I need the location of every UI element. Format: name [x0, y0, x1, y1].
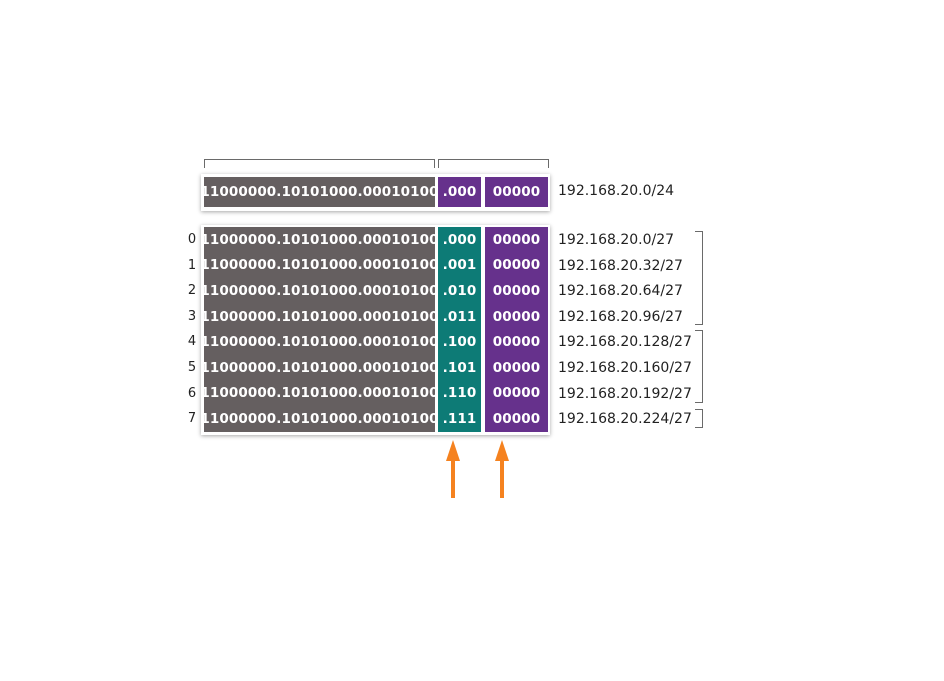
- original-borrowed-bits: .000: [438, 177, 481, 207]
- subnet-address: 192.168.20.64/27: [558, 283, 683, 300]
- subnet-network-bits: 11000000.10101000.00010100: [200, 385, 439, 402]
- subnet-index: 2: [187, 283, 197, 299]
- subnet-network-bits: 11000000.10101000.00010100: [200, 410, 439, 427]
- subnet-host-bits: 00000: [492, 359, 541, 376]
- subnet-bits: .011: [442, 308, 477, 325]
- subnet-host-bits: 00000: [492, 334, 541, 351]
- subnet-network-bits: 11000000.10101000.00010100: [200, 308, 439, 325]
- subnet-bits-arrow: [446, 440, 460, 498]
- subnet-group-bracket-1: [695, 231, 703, 325]
- subnet-index: 4: [187, 334, 197, 350]
- subnet-index: 1: [187, 257, 197, 273]
- subnet-index: 3: [187, 308, 197, 324]
- subnet-address: 192.168.20.224/27: [558, 411, 692, 428]
- host-bits-arrow: [495, 440, 509, 498]
- host-column-bg: [485, 227, 548, 432]
- subnet-host-bits: 00000: [492, 385, 541, 402]
- subnet-address: 192.168.20.32/27: [558, 257, 683, 274]
- subnet-bits: .000: [442, 231, 477, 248]
- subnet-bits: .010: [442, 282, 477, 299]
- arrow-up-icon: [446, 440, 460, 461]
- subnet-address: 192.168.20.192/27: [558, 385, 692, 402]
- subnet-host-bits: 00000: [492, 257, 541, 274]
- arrow-up-icon: [495, 440, 509, 461]
- subnet-network-bits: 11000000.10101000.00010100: [200, 359, 439, 376]
- subnet-network-bits: 11000000.10101000.00010100: [200, 231, 439, 248]
- subnet-network-bits: 11000000.10101000.00010100: [200, 334, 439, 351]
- original-network-bits: 11000000.10101000.00010100: [200, 177, 439, 207]
- subnet-address: 192.168.20.0/27: [558, 232, 675, 248]
- network-portion-bracket: [204, 159, 435, 168]
- subnet-group-bracket-3: [695, 409, 703, 428]
- subnet-host-bits: 00000: [492, 231, 541, 248]
- network-column-bg: [204, 227, 435, 432]
- original-address-label: 192.168.20.0/24: [558, 183, 675, 199]
- subnet-host-bits: 00000: [492, 410, 541, 427]
- subnet-address: 192.168.20.128/27: [558, 334, 692, 351]
- subnet-host-bits: 00000: [492, 308, 541, 325]
- subnet-network-bits: 11000000.10101000.00010100: [200, 282, 439, 299]
- subnet-index: 6: [187, 385, 197, 401]
- subnet-column-bg: [438, 227, 481, 432]
- subnet-network-bits: 11000000.10101000.00010100: [200, 257, 439, 274]
- subnet-host-bits: 00000: [492, 282, 541, 299]
- subnet-index: 7: [187, 411, 197, 427]
- host-portion-bracket: [438, 159, 549, 168]
- original-host-bits: 00000: [485, 177, 548, 207]
- subnet-index: 5: [187, 360, 197, 375]
- subnet-bits: .110: [442, 385, 477, 402]
- subnet-group-bracket-2: [695, 330, 703, 403]
- subnet-index: 0: [187, 232, 197, 247]
- subnet-bits: .001: [442, 257, 477, 274]
- subnet-address: 192.168.20.160/27: [558, 360, 692, 376]
- subnet-address: 192.168.20.96/27: [558, 308, 683, 325]
- subnet-bits: .101: [442, 359, 477, 376]
- subnet-bits: .100: [442, 334, 477, 351]
- subnet-bits: .111: [442, 410, 477, 427]
